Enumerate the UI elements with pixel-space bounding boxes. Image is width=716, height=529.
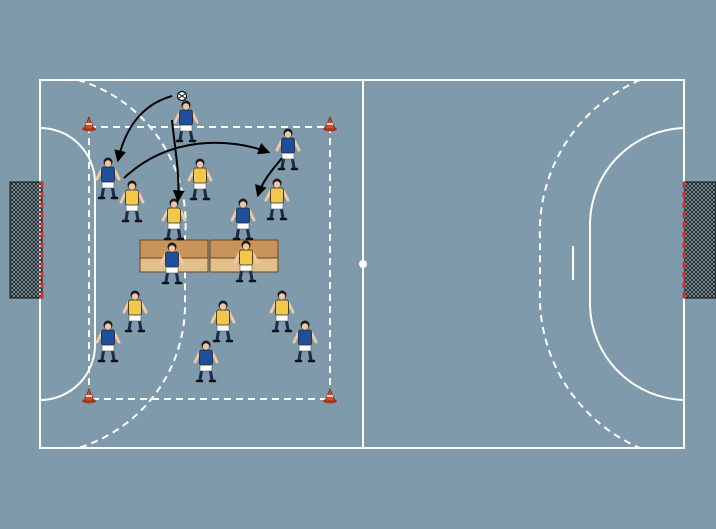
center-spot	[359, 260, 367, 268]
goal-left	[10, 182, 42, 298]
goal-right	[684, 182, 716, 298]
ball-icon	[178, 92, 187, 101]
